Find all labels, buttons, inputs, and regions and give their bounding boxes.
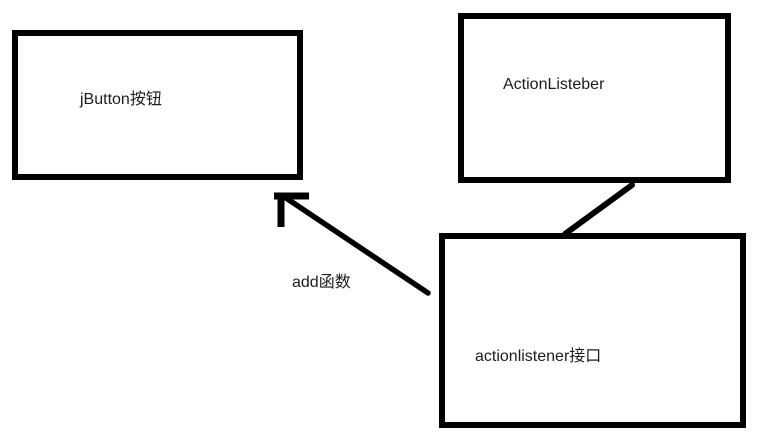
node-actionlistener-interface: actionlistener接口 [439, 233, 746, 428]
node-actionlisteber-label: ActionListeber [503, 76, 605, 93]
node-jbutton-label: jButton按钮 [80, 91, 162, 108]
node-actionlisteber: ActionListeber [458, 13, 731, 183]
edge-add-function-label: add函数 [292, 274, 351, 291]
node-actionlistener-interface-label: actionlistener接口 [475, 348, 602, 365]
connector-line [562, 182, 635, 237]
node-jbutton: jButton按钮 [12, 30, 303, 180]
